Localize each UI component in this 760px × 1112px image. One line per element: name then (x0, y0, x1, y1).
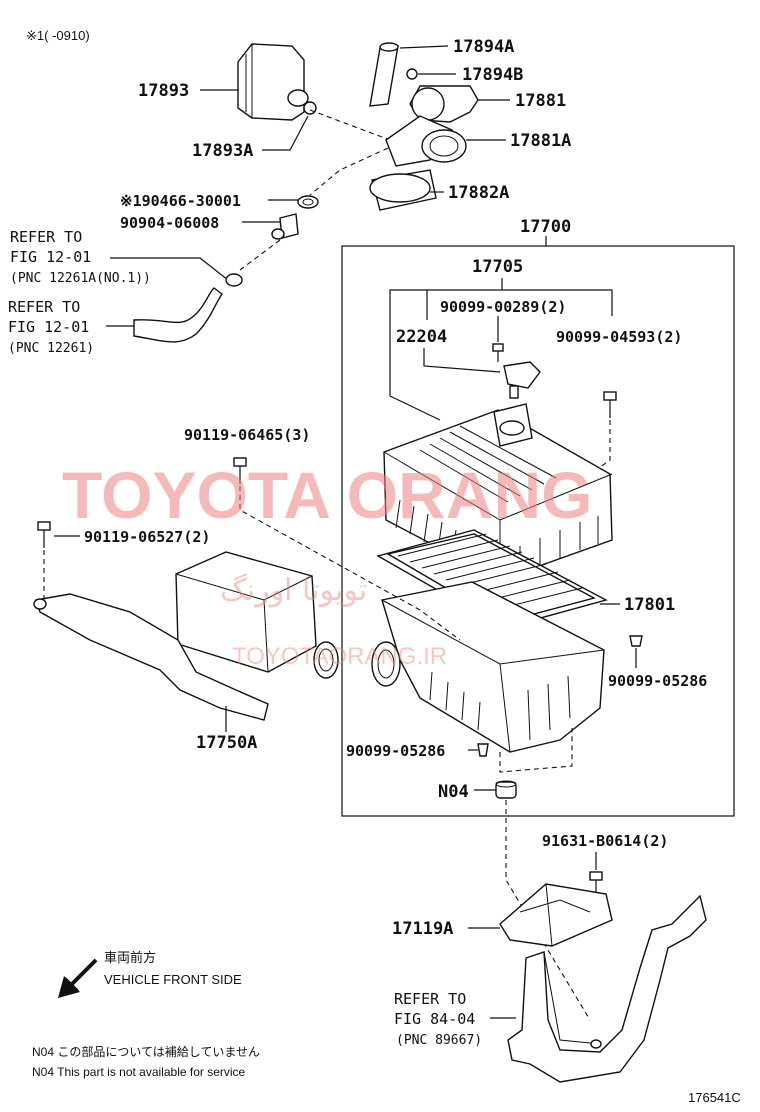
footnote-en: N04 This part is not available for servi… (32, 1065, 246, 1079)
label-17894B: 17894B (462, 65, 523, 85)
label-17882A: 17882A (448, 183, 509, 203)
ref1-line2: FIG 12-01 (10, 248, 91, 266)
clip-90099-05286-right (629, 635, 643, 647)
air-cleaner-case (371, 581, 605, 753)
intake-inlet-17750A (33, 551, 339, 721)
label-17881: 17881 (515, 91, 566, 111)
ref3-line1: REFER TO (394, 990, 466, 1008)
label-90099-00289: 90099-00289(2) (440, 298, 566, 316)
breather-hose (133, 287, 223, 343)
screw-90099-00289 (492, 343, 504, 362)
label-17119A: 17119A (392, 919, 453, 939)
grommet-N04 (495, 780, 517, 799)
label-17801: 17801 (624, 595, 675, 615)
resonator-17893 (237, 43, 317, 121)
clip-90099-05286-left (477, 743, 489, 757)
ref2-line3: (PNC 12261) (8, 341, 94, 356)
label-17700: 17700 (520, 217, 571, 237)
watermark-arabic: تويوتا اورنگ (220, 573, 367, 608)
ref1-line1: REFER TO (10, 228, 82, 246)
assembly-box-17700 (341, 245, 735, 817)
direction-en: VEHICLE FRONT SIDE (104, 972, 242, 987)
label-90904: 90904-06008 (120, 214, 219, 232)
label-17893: 17893 (138, 81, 189, 101)
label-90466: ※190466-30001 (120, 192, 241, 210)
arrow-down-left-icon (58, 958, 98, 998)
ref2-line1: REFER TO (8, 298, 80, 316)
clamp-90466 (297, 195, 319, 209)
air-flow-meter-22204 (503, 361, 541, 399)
label-17893A: 17893A (192, 141, 253, 161)
label-90099-05286-right: 90099-05286 (608, 672, 707, 690)
diagram-id: 176541C (688, 1090, 741, 1105)
label-91631: 91631-B0614(2) (542, 832, 668, 850)
ref2-line2: FIG 12-01 (8, 318, 89, 336)
ref3-line2: FIG 84-04 (394, 1010, 475, 1028)
battery-tray-bracket (507, 894, 707, 1083)
watermark-main: TOYOTA ORANG (62, 458, 592, 532)
fitting-90904 (271, 213, 299, 240)
watermark-sub: TOYOTAORANG.IR (232, 643, 447, 670)
label-17750A: 17750A (196, 733, 257, 753)
bolt-90119-06527 (37, 521, 51, 548)
label-17705: 17705 (472, 257, 523, 277)
hose-17894A (369, 42, 399, 107)
label-17894A: 17894A (453, 37, 514, 57)
label-N04: N04 (438, 782, 469, 802)
label-90119-06465: 90119-06465(3) (184, 426, 310, 444)
ref1-line3: (PNC 12261A(NO.1)) (10, 271, 151, 286)
header-note: ※1( -0910) (26, 28, 90, 43)
label-90119-06527: 90119-06527(2) (84, 528, 210, 546)
label-22204: 22204 (396, 327, 447, 347)
bolt-90119-06465 (233, 457, 247, 484)
label-90099-05286-left: 90099-05286 (346, 742, 445, 760)
bracket-17119A (499, 883, 613, 947)
filter-element-17801 (376, 529, 608, 629)
label-90099-04593: 90099-04593(2) (556, 328, 682, 346)
bolt-90099-04593 (595, 391, 617, 471)
ref3-line3: (PNC 89667) (396, 1033, 482, 1048)
footnote-jp: N04 この部品については補給していません (32, 1044, 260, 1059)
intake-duct-17881 (369, 85, 479, 211)
direction-jp: 車両前方 (104, 950, 156, 965)
label-17881A: 17881A (510, 131, 571, 151)
